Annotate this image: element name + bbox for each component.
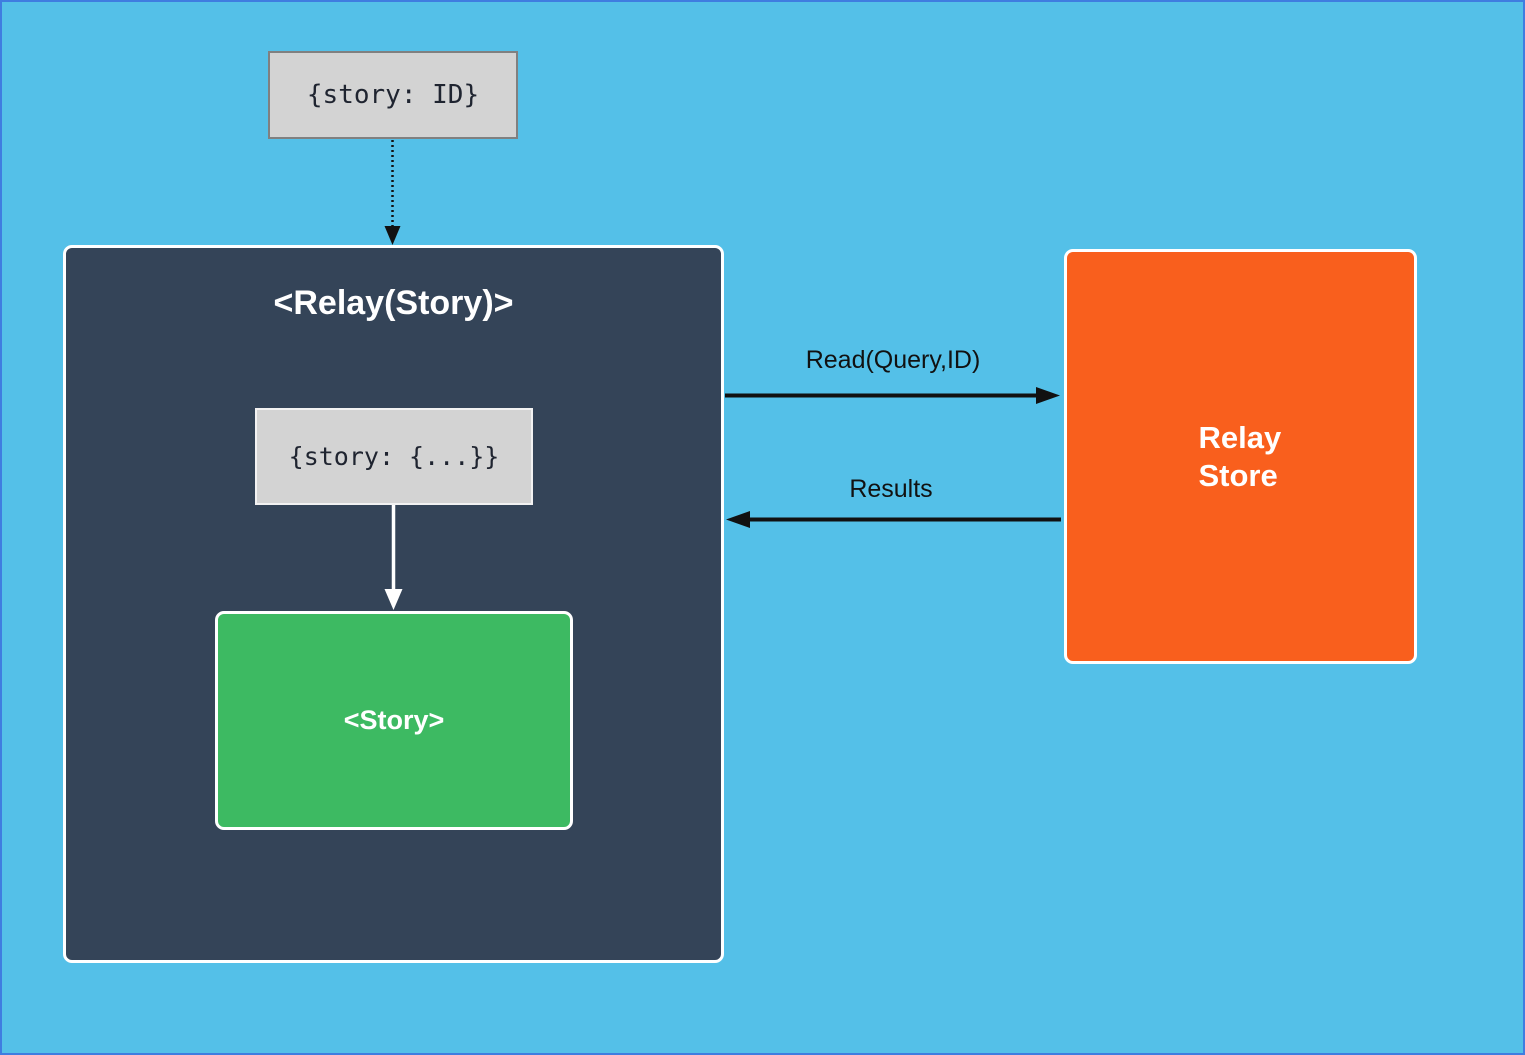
relay-store-label-line2: Store xyxy=(1198,457,1278,493)
node-props-input: {story: ID} xyxy=(268,51,518,139)
node-inner-props: {story: {...}} xyxy=(255,408,533,505)
node-relay-store: Relay Store xyxy=(1064,249,1417,664)
read-arrow-label: Read(Query,ID) xyxy=(805,346,981,374)
results-arrow-label: Results xyxy=(849,475,933,503)
story-label: <Story> xyxy=(343,705,445,735)
read-arrow xyxy=(725,387,1060,404)
inner-props-label: {story: {...}} xyxy=(288,442,500,471)
node-relay-container: <Relay(Story)> {story: {...}} <Story> xyxy=(63,245,724,963)
results-arrow xyxy=(726,511,1061,528)
props-input-label: {story: ID} xyxy=(306,80,480,110)
node-story: <Story> xyxy=(215,611,573,830)
relay-store-label-line1: Relay xyxy=(1198,419,1282,455)
relay-container-title: <Relay(Story)> xyxy=(273,284,514,322)
props-to-relay-arrow xyxy=(384,140,401,245)
